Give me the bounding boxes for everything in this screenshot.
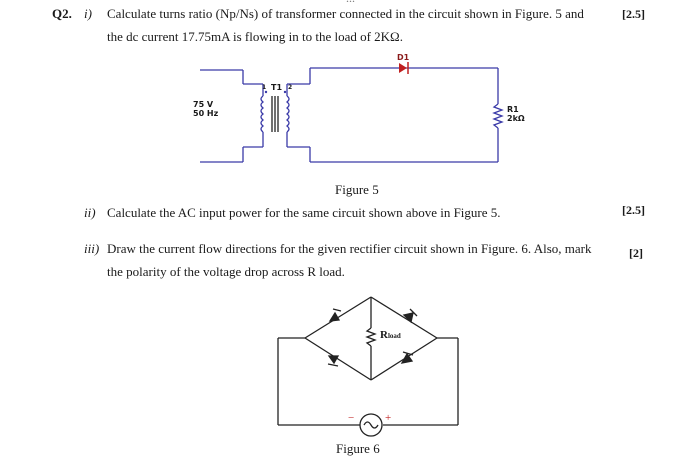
- resistor-value: 2kΩ: [507, 114, 525, 123]
- part-iii-marks: [2]: [629, 246, 643, 260]
- transformer-pin2: 2: [288, 84, 293, 91]
- part-iii-line2: the polarity of the voltage drop across …: [107, 264, 345, 279]
- source-minus: −: [348, 412, 355, 424]
- figure5-caption: Figure 5: [335, 182, 379, 197]
- load-label-sub: load: [387, 332, 401, 340]
- part-i-line1: Calculate turns ratio (Np/Ns) of transfo…: [107, 6, 584, 21]
- diode-label: D1: [397, 53, 410, 62]
- source-frequency: 50 Hz: [193, 109, 219, 118]
- transformer-label: T1: [271, 83, 283, 92]
- resistor-name: R1: [507, 105, 519, 114]
- part-i-marks: [2.5]: [622, 7, 645, 21]
- diode-d1-symbol: [399, 62, 409, 74]
- part-iii-label: iii): [84, 241, 100, 256]
- question-number: Q2.: [52, 6, 72, 21]
- transformer-pin1: 1: [262, 84, 267, 91]
- load-label-r: R: [380, 329, 388, 341]
- part-iii-line1: Draw the current flow directions for the…: [107, 241, 592, 256]
- part-i-label: i): [84, 6, 92, 21]
- part-ii-label: ii): [84, 205, 96, 220]
- figure6-caption: Figure 6: [336, 441, 380, 456]
- source-voltage: 75 V: [193, 100, 214, 109]
- source-plus: +: [385, 412, 392, 424]
- header-fragment: ...: [346, 0, 355, 6]
- part-ii-marks: [2.5]: [622, 203, 645, 217]
- load-label: Rload: [379, 329, 402, 341]
- part-i-line2: the dc current 17.75mA is flowing in to …: [107, 29, 403, 44]
- part-ii-text: Calculate the AC input power for the sam…: [107, 205, 501, 220]
